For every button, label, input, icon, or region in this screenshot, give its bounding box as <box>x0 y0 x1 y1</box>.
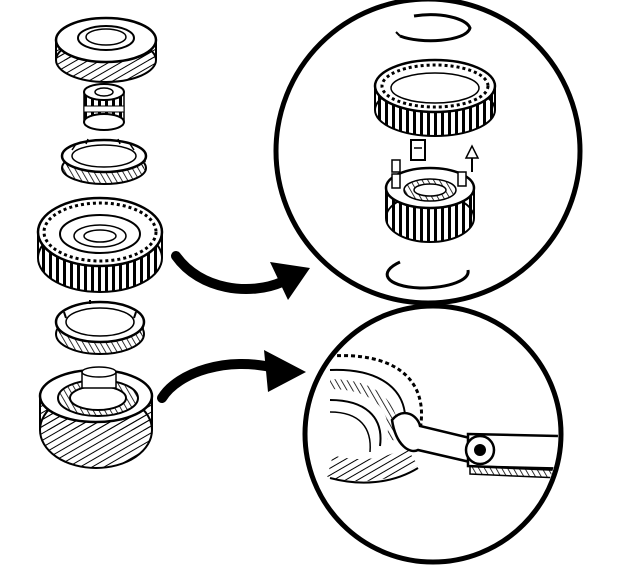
large-spur-gear <box>36 196 164 293</box>
detail-circle-upper <box>273 0 583 306</box>
synchronizer-ring-upper <box>60 138 148 185</box>
install-direction-arrow <box>464 144 480 172</box>
snap-ring-bottom <box>385 260 470 290</box>
synchronizer-key <box>410 139 426 161</box>
helical-gear-top <box>54 16 158 83</box>
lower-pointer-arrow <box>157 350 306 403</box>
detent-spring <box>391 159 401 173</box>
snap-ring-top <box>395 13 472 43</box>
helical-gear-bottom <box>38 366 154 469</box>
splined-hub <box>83 83 125 131</box>
upper-pointer-arrow <box>171 251 310 300</box>
synchronizer-ring-lower <box>54 300 146 355</box>
synchronizer-sleeve <box>373 58 497 137</box>
synchronizer-hub <box>384 166 476 243</box>
detail-circle-lower <box>302 303 564 565</box>
pry-tool <box>390 411 558 479</box>
